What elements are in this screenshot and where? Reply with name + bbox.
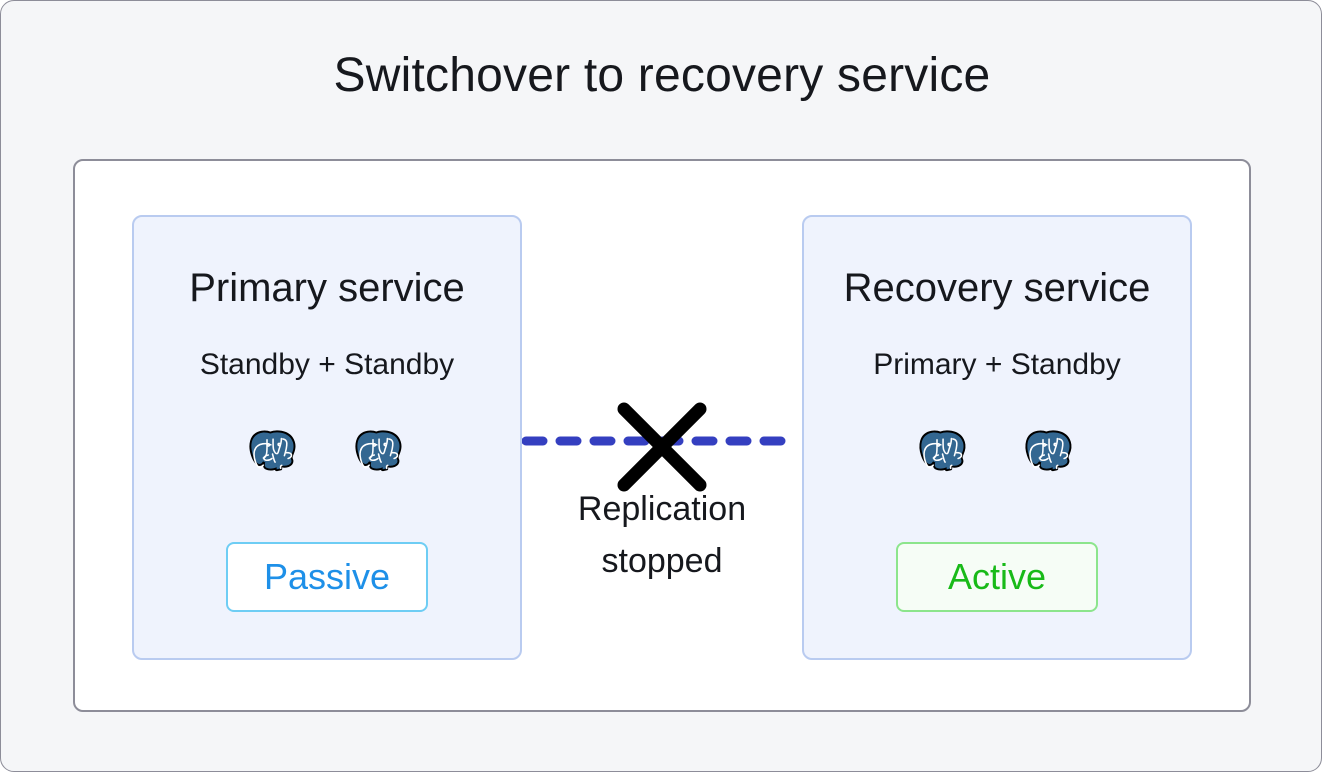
replication-link: Replication stopped xyxy=(522,161,802,710)
node-list-primary xyxy=(134,415,520,487)
service-card-recovery[interactable]: Recovery service Primary + Standby xyxy=(802,215,1192,660)
postgresql-elephant-icon xyxy=(1025,430,1072,472)
postgresql-elephant-icon xyxy=(919,430,966,472)
service-title-recovery: Recovery service xyxy=(843,266,1151,310)
diagram-panel: Primary service Standby + Standby xyxy=(73,159,1251,712)
service-title-primary: Primary service xyxy=(189,266,465,310)
page-title: Switchover to recovery service xyxy=(333,49,991,102)
status-badge-active[interactable]: Active xyxy=(896,542,1098,612)
service-subtitle-primary: Standby + Standby xyxy=(199,348,455,381)
service-subtitle-recovery: Primary + Standby xyxy=(873,348,1121,381)
service-card-primary[interactable]: Primary service Standby + Standby xyxy=(132,215,522,660)
cross-mark-icon xyxy=(617,402,707,492)
replication-label-line-1: Replication xyxy=(577,490,747,528)
postgresql-elephant-icon xyxy=(355,430,402,472)
node-list-recovery xyxy=(804,415,1190,487)
postgresql-elephant-icon xyxy=(249,430,296,472)
replication-status-label: Replication stopped xyxy=(497,483,827,587)
replication-label-line-2: stopped xyxy=(601,542,723,580)
status-badge-passive[interactable]: Passive xyxy=(226,542,428,612)
